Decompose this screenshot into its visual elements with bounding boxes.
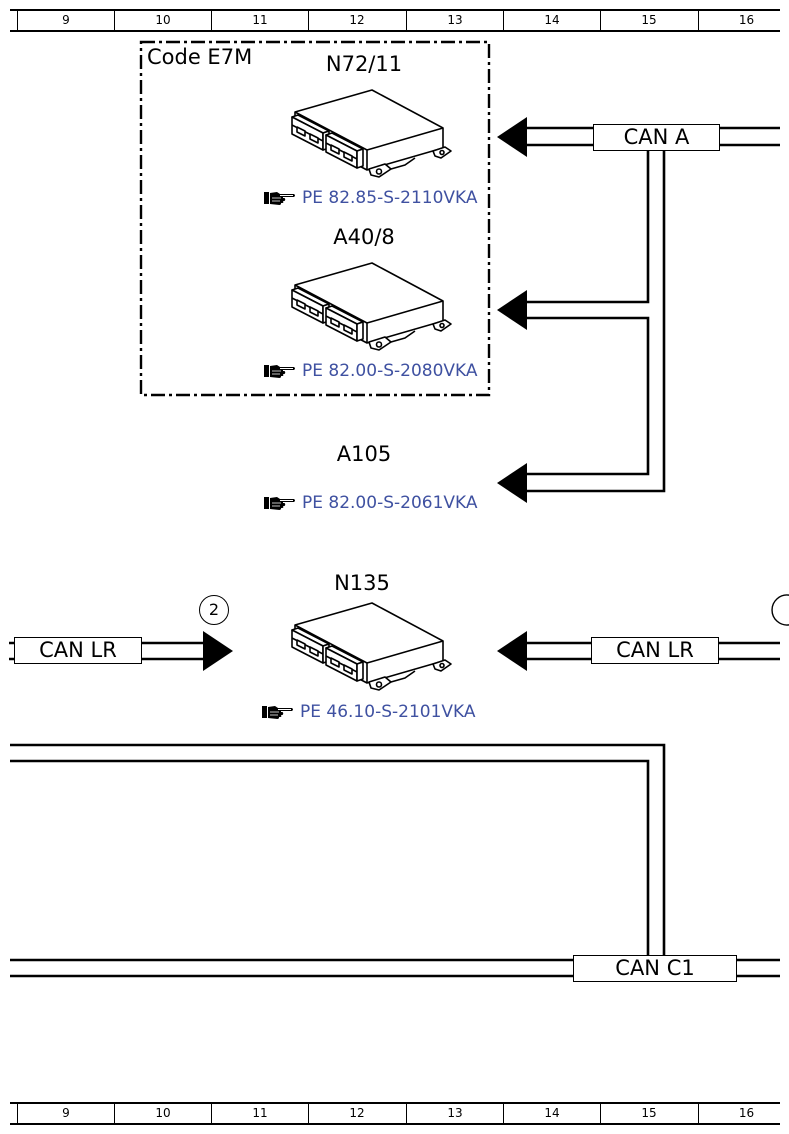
bus-label-can-lr-right: CAN LR: [591, 637, 719, 664]
can-a-wire-to-a40-8: [525, 150, 650, 304]
component-label-n135: N135: [334, 571, 390, 595]
grid-column-label: 13: [406, 1104, 503, 1123]
connection-marker-icon: [771, 594, 789, 626]
reference-link-text[interactable]: PE 46.10-S-2101VKA: [300, 702, 476, 722]
can-lr-left-wire-stubs: [9, 641, 14, 661]
pointing-hand-icon: [264, 364, 296, 379]
grid-column-label: 10: [114, 11, 211, 30]
grid-column-label: 11: [211, 1104, 308, 1123]
grid-column-label: 12: [308, 1104, 405, 1123]
reference-link-text[interactable]: PE 82.00-S-2061VKA: [302, 493, 478, 513]
option-frame-label: Code E7M: [147, 45, 253, 69]
arrowhead-icon: [497, 463, 527, 503]
can-c1-riser-wire-inner: [10, 759, 650, 955]
bus-label-can-a: CAN A: [593, 124, 720, 151]
reference-link-text[interactable]: PE 82.00-S-2080VKA: [302, 361, 478, 381]
can-c1-wire-pair-left: [10, 958, 573, 978]
arrowhead-icon: [497, 290, 527, 330]
can-c1-wire-pair-right: [737, 958, 780, 978]
component-label-a40-8: A40/8: [333, 225, 395, 249]
pointing-hand-icon: [264, 191, 296, 206]
can-lr-right-wire-pair-offpage: [719, 641, 780, 661]
arrowhead-icon: [497, 117, 527, 157]
grid-column-label: 11: [211, 11, 308, 30]
control-unit-icon: [291, 262, 452, 351]
grid-column-label: 16: [698, 11, 780, 30]
reference-link-a40-8[interactable]: PE 82.00-S-2080VKA: [264, 361, 478, 381]
grid-column-label: 16: [698, 1104, 780, 1123]
grid-column-label: 13: [406, 11, 503, 30]
arrowhead-icon: [497, 631, 527, 671]
grid-ruler-top: 9 10 11 12 13 14 15 16: [10, 9, 780, 32]
can-a-wire-pair-to-n72-11: [525, 126, 593, 147]
can-lr-right-wire-pair-to-n135: [525, 641, 591, 661]
can-lr-left-wire-pair-to-n135: [142, 641, 205, 661]
reference-link-n72-11[interactable]: PE 82.85-S-2110VKA: [264, 188, 478, 208]
can-a-wire-a40-8-to-a105: [525, 316, 650, 476]
pointing-hand-icon: [264, 496, 296, 511]
control-unit-icon: [291, 89, 452, 178]
reference-link-n135[interactable]: PE 46.10-S-2101VKA: [262, 702, 476, 722]
arrowhead-icon: [203, 631, 233, 671]
reference-link-a105[interactable]: PE 82.00-S-2061VKA: [264, 493, 478, 513]
pointing-hand-icon: [262, 705, 294, 720]
can-a-wire-pair-offpage: [720, 126, 780, 147]
can-c1-riser-wire-outer: [10, 743, 666, 955]
grid-ruler-bottom: 9 10 11 12 13 14 15 16: [10, 1102, 780, 1125]
grid-column-label: 10: [114, 1104, 211, 1123]
grid-column-label: 9: [17, 11, 114, 30]
grid-column-label: 14: [503, 1104, 600, 1123]
grid-column-label: 14: [503, 11, 600, 30]
reference-link-text[interactable]: PE 82.85-S-2110VKA: [302, 188, 478, 208]
can-a-wire-to-a105: [525, 150, 666, 493]
connection-marker: 2: [199, 595, 229, 625]
control-unit-icon: [291, 602, 452, 691]
grid-column-label: 12: [308, 11, 405, 30]
grid-column-label: 15: [600, 1104, 697, 1123]
component-label-a105: A105: [336, 442, 392, 466]
grid-column-label: 9: [17, 1104, 114, 1123]
component-label-n72-11: N72/11: [325, 52, 403, 76]
option-frame-border: [139, 40, 491, 397]
grid-column-label: 15: [600, 11, 697, 30]
bus-label-can-c1: CAN C1: [573, 955, 737, 982]
bus-label-can-lr-left: CAN LR: [14, 637, 142, 664]
